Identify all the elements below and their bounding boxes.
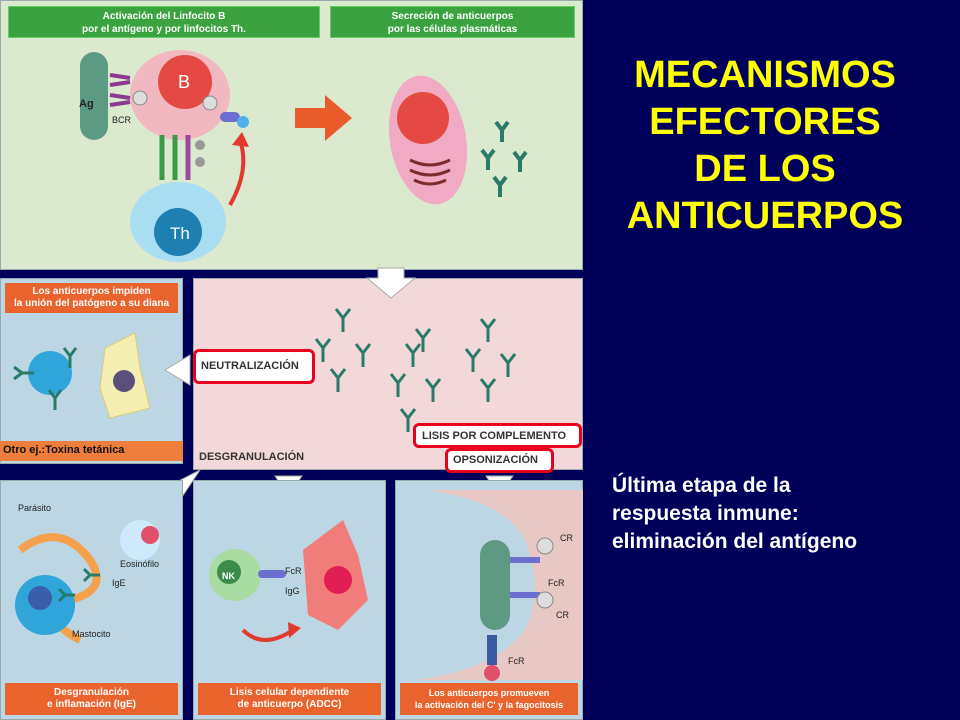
phagocytosis-footer-line1: Los anticuerpos promueven — [428, 688, 550, 698]
title-line3: DE LOS — [694, 148, 836, 190]
nk-label: NK — [222, 571, 235, 581]
phagocytosis-footer: Los anticuerpos promueven la activación … — [400, 683, 578, 715]
activation-header-line2: por el antígeno y por linfocitos Th. — [82, 24, 246, 35]
antigen-shape — [80, 52, 108, 140]
cr-label-1: CR — [560, 533, 573, 543]
degranulation-footer: Desgranulación e inflamación (IgE) — [5, 683, 178, 715]
bcr-label: BCR — [112, 115, 132, 125]
igg-label: IgG — [285, 586, 300, 596]
th-cell-label: Th — [170, 224, 190, 243]
antibodies-cloud — [314, 308, 517, 432]
secretion-header-line2: por las células plasmáticas — [387, 24, 518, 35]
fcr-label-1: FcR — [548, 578, 565, 588]
ag-label: Ag — [79, 98, 94, 110]
neutralization-label: NEUTRALIZACIÓN — [201, 360, 299, 372]
degranulation-label: DESGRANULACIÓN — [199, 451, 305, 463]
neutralization-header: Los anticuerpos impiden la unión del pat… — [5, 283, 178, 313]
lysis-label: LISIS POR COMPLEMENTO — [422, 430, 567, 442]
secretion-header: Secreción de anticuerpos por las células… — [330, 6, 575, 38]
subtitle-line2: respuesta inmune: — [612, 502, 799, 525]
adcc-footer-line1: Lisis celular dependiente — [229, 687, 350, 698]
title-line4: ANTICUERPOS — [626, 195, 904, 237]
adcc-illustration — [209, 520, 368, 642]
neutralization-header-line1: Los anticuerpos impiden — [32, 286, 151, 297]
eosinophil-label: Eosinófilo — [120, 559, 160, 569]
subtitle-line3: eliminación del antígeno — [612, 530, 858, 553]
minus-marker — [132, 90, 148, 106]
cr-label-2: CR — [556, 610, 569, 620]
b-cell-label: B — [178, 72, 191, 92]
lysis-highlight — [413, 423, 582, 448]
orange-arrow — [295, 95, 352, 141]
ige-label: IgE — [112, 578, 126, 588]
opsonization-highlight — [445, 448, 554, 473]
neutralization-highlight — [193, 349, 315, 384]
slide-subtitle: Última etapa de la respuesta inmune: eli… — [612, 472, 952, 556]
bcr-receptors — [109, 73, 131, 107]
neutralization-header-line2: la unión del patógeno a su diana — [13, 298, 169, 309]
mastocyte-label: Mastocito — [72, 629, 111, 639]
degranulation-footer-line2: e inflamación (IgE) — [47, 699, 136, 710]
activation-header-line1: Activación del Linfocito B — [102, 11, 226, 22]
th-cell-nucleus — [154, 208, 202, 256]
title-line2: EFECTORES — [649, 101, 881, 143]
subtitle-line1: Última etapa de la — [612, 474, 791, 497]
secretion-header-line1: Secreción de anticuerpos — [391, 11, 514, 22]
phagocytosis-footer-line2: la activación del C' y la fagocitosis — [414, 700, 564, 710]
opsonization-label: OPSONIZACIÓN — [453, 454, 538, 466]
adcc-footer: Lisis celular dependiente de anticuerpo … — [198, 683, 381, 715]
adcc-footer-line2: de anticuerpo (ADCC) — [237, 699, 342, 710]
activation-illustration — [80, 50, 528, 262]
parasite-label: Parásito — [18, 503, 52, 513]
fcr-label-2: FcR — [508, 656, 525, 666]
degranulation-footer-line1: Desgranulación — [53, 687, 130, 698]
example-label: Otro ej.:Toxina tetánica — [3, 444, 125, 456]
fcr-label-mid: FcR — [285, 566, 302, 576]
title-line1: MECANISMOS — [634, 54, 896, 96]
neutralization-illustration — [13, 332, 151, 419]
b-cell-nucleus — [158, 55, 212, 109]
example-label-box — [0, 441, 183, 461]
slide-title: MECANISMOS EFECTORES DE LOS ANTICUERPOS — [600, 52, 930, 240]
activation-header: Activación del Linfocito B por el antíge… — [8, 6, 320, 38]
phagocytosis-illustration — [415, 490, 583, 681]
degranulation-illustration — [15, 520, 160, 644]
minus-marker-2 — [202, 95, 218, 111]
